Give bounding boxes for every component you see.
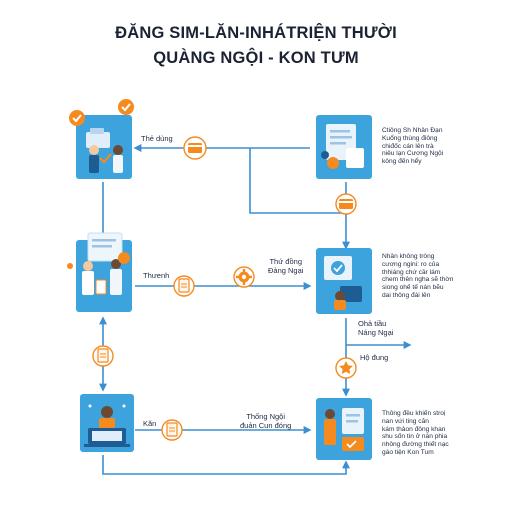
panel-processing xyxy=(316,248,372,314)
panel-consultation xyxy=(67,232,132,312)
document-icon xyxy=(161,419,183,441)
card-icon xyxy=(335,193,357,215)
label-the-dung: Thẻ dùng xyxy=(141,134,173,143)
label-ho-dung: Hộ đung xyxy=(360,353,389,362)
star-icon xyxy=(335,357,357,379)
document-icon xyxy=(92,345,114,367)
checkmark-badge-icon xyxy=(69,110,85,126)
panel-result xyxy=(316,398,372,460)
checkmark-badge-icon xyxy=(118,99,134,115)
title-line-1: ĐĂNG SIM-LĂN-INHÁTRIỆN THƯỜI xyxy=(115,24,397,42)
description-middle-right: Nhân không tròng cương ngini: ro của thh… xyxy=(382,253,454,299)
connector-lines xyxy=(99,144,412,475)
gear-icon xyxy=(233,266,255,288)
description-top-right: Ctiông Sh Nhân Đạn Kuổng thùng điông chi… xyxy=(382,127,444,166)
label-thong-ngoi: Thống Ngội đuản Cun đóng xyxy=(240,412,292,430)
label-kan: Kăn xyxy=(143,419,157,428)
label-thu-dong: Thứ đồng Đảng Ngại xyxy=(268,257,304,275)
description-bottom-right: Thông đều khiến stroị nan vứi ting căn k… xyxy=(382,410,449,456)
panel-document-review xyxy=(316,115,372,179)
title-line-2: QUÀNG NGỘI - KON TƯM xyxy=(153,49,359,67)
card-icon xyxy=(183,136,207,160)
label-oha-tiau: Ohả tiầu Náng Ngại xyxy=(358,319,394,337)
document-icon xyxy=(173,275,195,297)
panel-registration xyxy=(76,115,132,179)
panel-online-service xyxy=(80,394,134,452)
label-thuenh: Thưenh xyxy=(143,271,170,280)
